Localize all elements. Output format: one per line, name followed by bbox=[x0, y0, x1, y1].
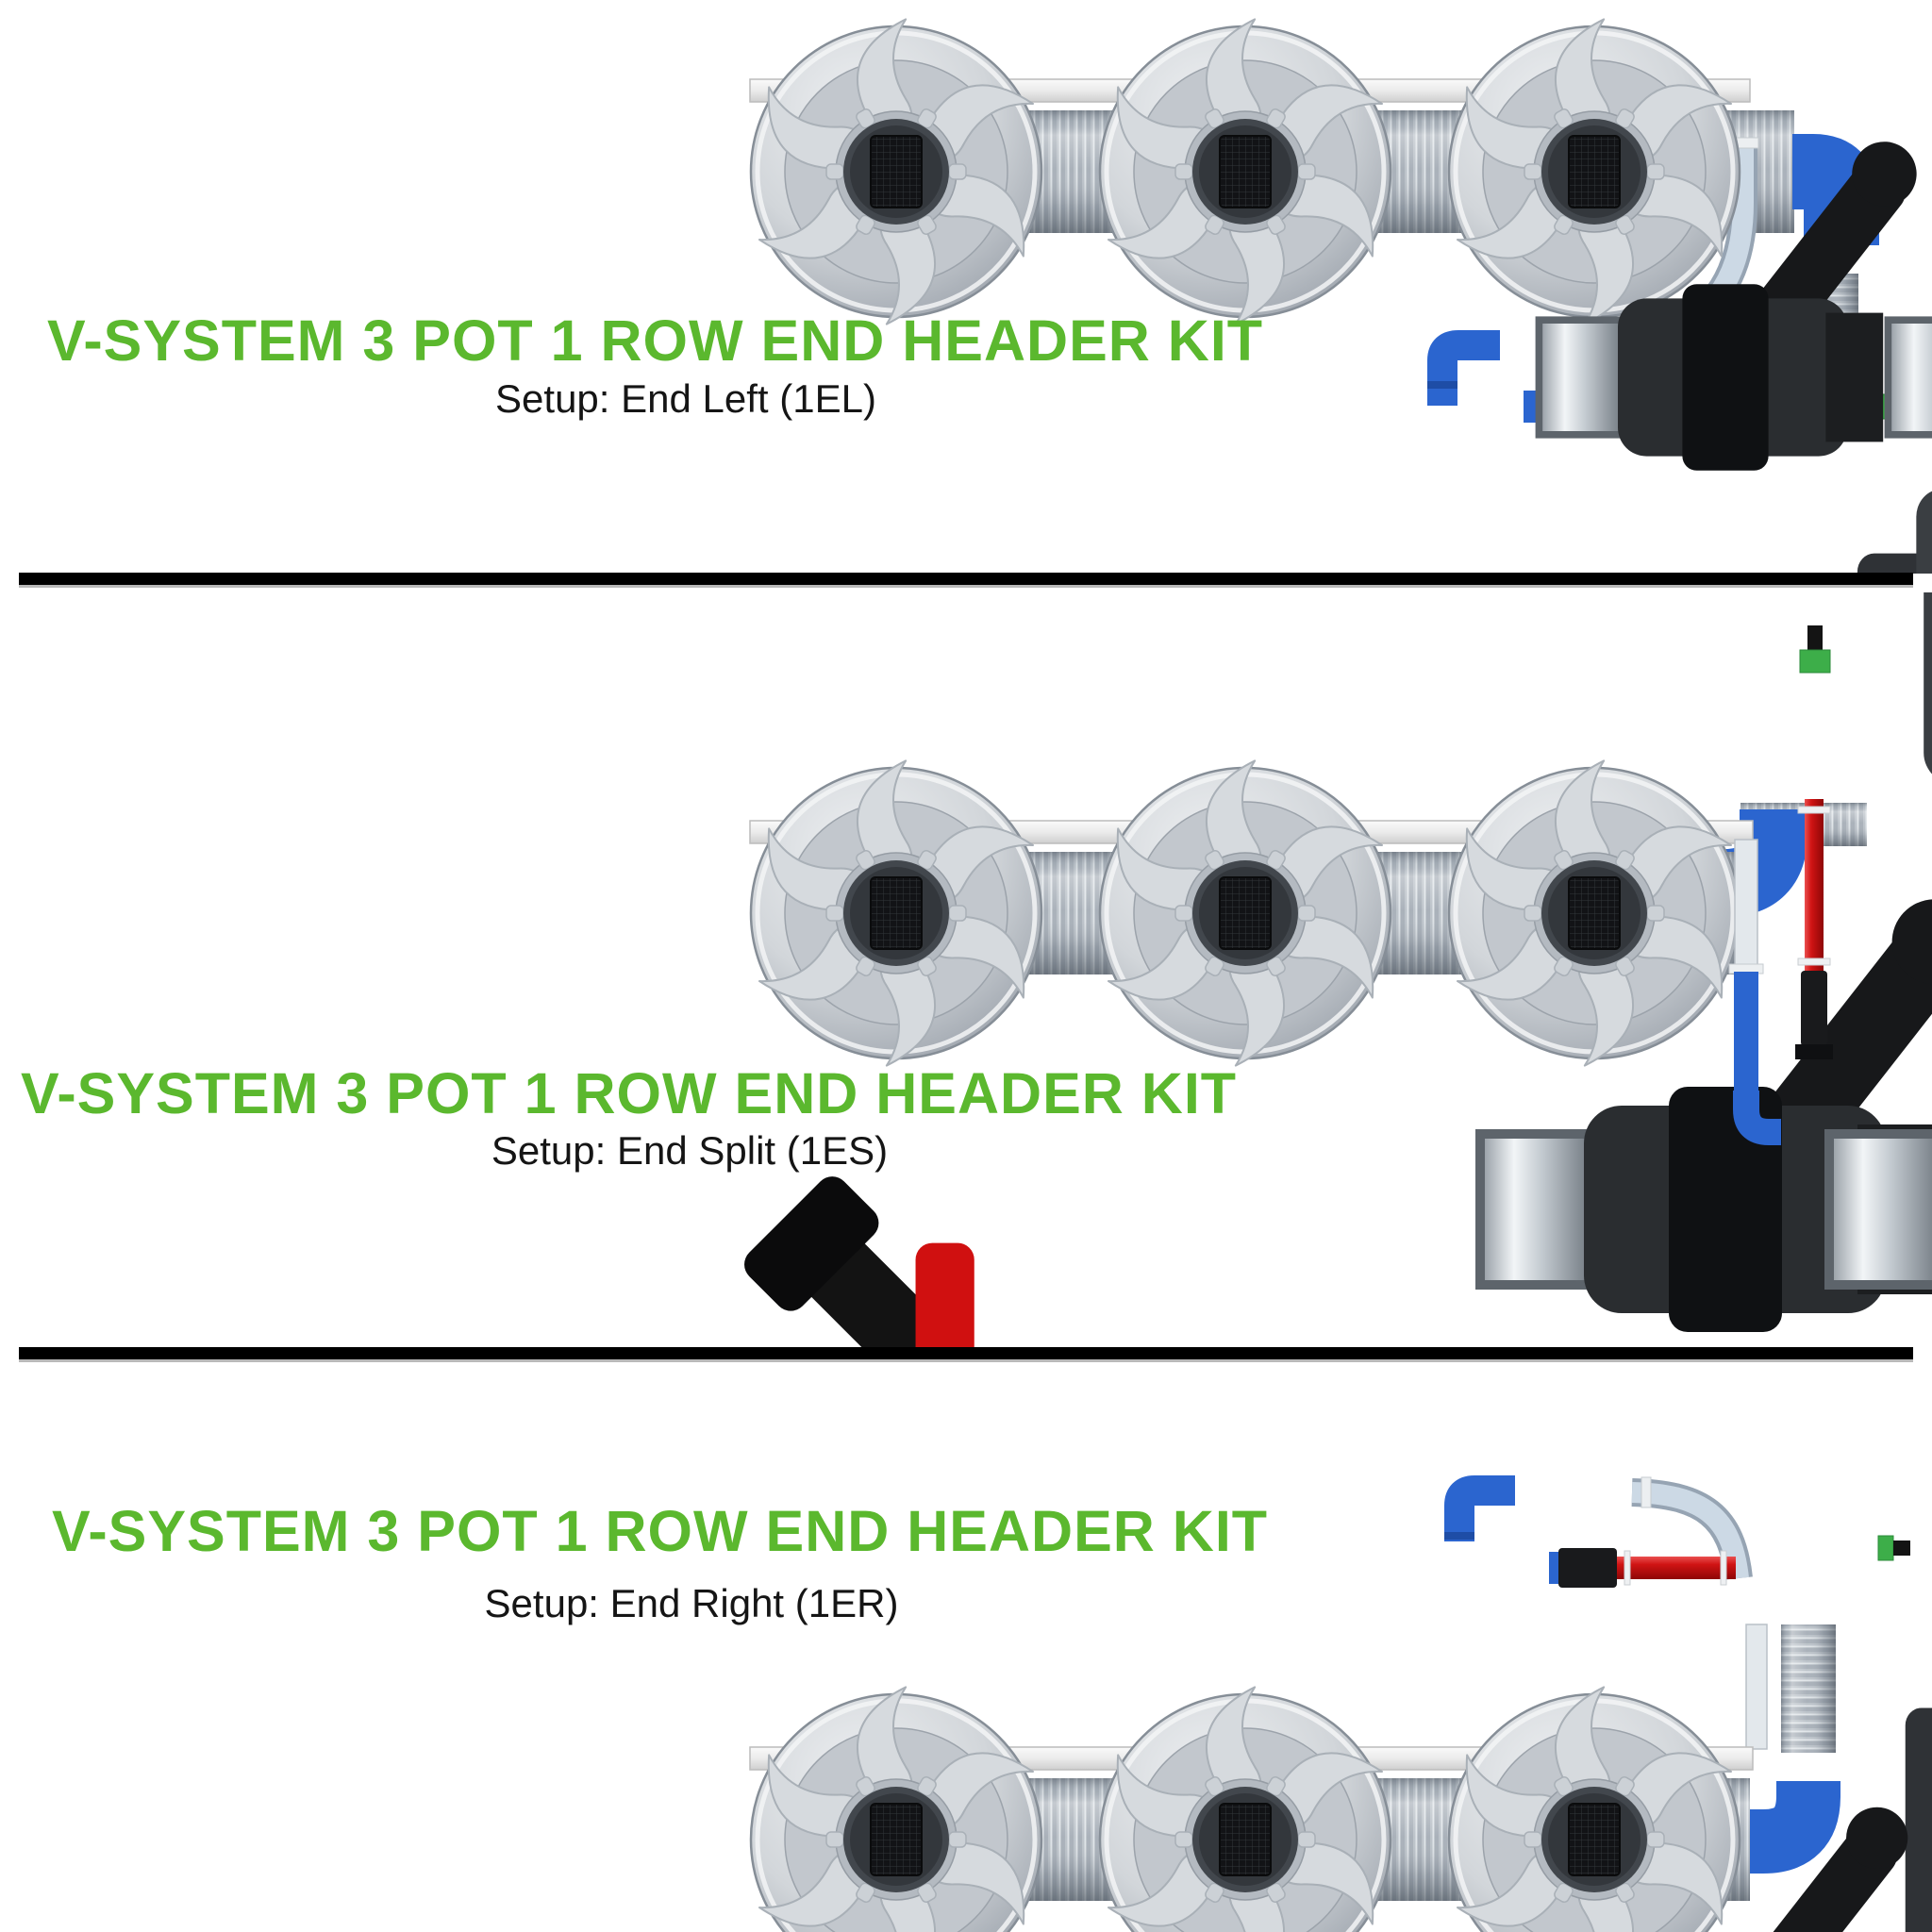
diagram-end-left bbox=[0, 0, 1932, 574]
kit-title-end-left: V-SYSTEM 3 POT 1 ROW END HEADER KIT bbox=[47, 308, 1264, 373]
blue-pipe bbox=[1734, 972, 1758, 1104]
reservoir-outlet bbox=[1799, 625, 1831, 674]
black-collar bbox=[1795, 1044, 1833, 1059]
kit-title-end-right: V-SYSTEM 3 POT 1 ROW END HEADER KIT bbox=[52, 1499, 1269, 1563]
grow-pot-1 bbox=[751, 10, 1041, 334]
grow-pot-3 bbox=[1449, 1678, 1740, 1932]
grow-pot-2 bbox=[1100, 10, 1391, 334]
kit-title-end-split: V-SYSTEM 3 POT 1 ROW END HEADER KIT bbox=[21, 1061, 1238, 1125]
pump-assembly bbox=[1444, 1475, 1932, 1932]
return-pipe bbox=[1745, 1624, 1768, 1750]
blue-pipe bbox=[1427, 330, 1500, 406]
red-pipe bbox=[1797, 799, 1831, 971]
grow-pot-1 bbox=[751, 1678, 1041, 1932]
blue-pipe bbox=[1444, 1475, 1515, 1541]
grow-pot-1 bbox=[751, 752, 1041, 1075]
reservoir-outlet bbox=[1877, 1535, 1910, 1561]
section-divider bbox=[19, 1347, 1913, 1362]
diagram-end-split bbox=[703, 592, 1932, 1347]
black-adapter bbox=[1801, 971, 1827, 1046]
diagram-end-right bbox=[0, 1475, 1932, 1932]
setup-subtitle-end-left: Setup: End Left (1EL) bbox=[495, 376, 876, 421]
grow-pot-3 bbox=[1449, 752, 1740, 1075]
grow-pot-2 bbox=[1100, 1678, 1391, 1932]
red-pipe bbox=[1617, 1550, 1736, 1586]
blue-elbow bbox=[1743, 1781, 1840, 1874]
return-pipe bbox=[1734, 839, 1758, 973]
setup-subtitle-end-right: Setup: End Right (1ER) bbox=[484, 1581, 899, 1625]
water-pump bbox=[1904, 1571, 1932, 1932]
corrugated-drop-pipe bbox=[1781, 1624, 1836, 1753]
grow-pot-2 bbox=[1100, 752, 1391, 1075]
black-adapter bbox=[1558, 1548, 1617, 1588]
section-divider bbox=[19, 573, 1913, 588]
setup-subtitle-end-split: Setup: End Split (1ES) bbox=[491, 1128, 889, 1173]
blue-elbow bbox=[1733, 1091, 1781, 1145]
